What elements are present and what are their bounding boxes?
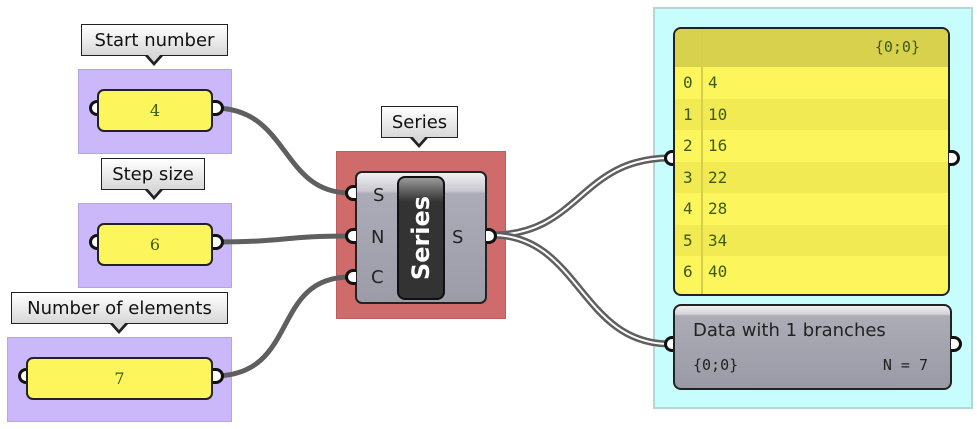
panel-path: {0;0} [874,38,920,56]
viewer-title: Data with 1 branches [693,320,886,341]
panel-row: 1 10 [675,98,948,130]
wire-count-to-c[interactable] [213,274,351,379]
input-port-n-label: N [371,227,385,248]
tag-pointer [145,188,163,200]
number-of-elements-value: 7 [114,369,125,388]
wire-start-to-s[interactable] [213,105,351,196]
step-size-value: 6 [149,235,161,254]
output-grip[interactable] [213,100,224,116]
output-grip[interactable] [213,234,224,250]
input-port-s-label: S [373,185,385,206]
input-port-c-label: C [371,267,384,288]
row-value: 4 [708,73,718,92]
param-viewer[interactable]: Data with 1 branches {0;0} N = 7 [673,304,952,390]
row-value: 22 [708,167,728,187]
series-name-badge: Series [397,176,445,300]
input-port-n[interactable] [345,228,356,244]
step-size-label: Step size [112,163,194,185]
number-of-elements-tag: Number of elements [11,292,228,324]
input-port-c[interactable] [345,269,356,285]
viewer-input-grip[interactable] [664,336,675,352]
row-value: 10 [708,104,728,124]
panel-row: 3 22 [675,161,948,193]
row-value: 16 [708,136,728,155]
start-number-slider[interactable]: 4 [97,89,213,132]
row-index: 5 [683,230,693,250]
row-index: 1 [683,104,693,124]
input-grip[interactable] [89,234,100,250]
series-name: Series [407,195,435,281]
panel-row: 6 40 [675,256,948,288]
panel-output-grip[interactable] [949,150,960,166]
output-grip[interactable] [213,368,224,384]
panel-input-grip[interactable] [664,150,675,166]
wire-series-to-viewer[interactable] [491,231,671,348]
panel-header: {0;0} [675,29,948,67]
series-tag-label: Series [391,111,448,133]
wire-step-to-n[interactable] [213,233,351,245]
series-tag: Series [381,106,458,138]
input-grip[interactable] [18,368,29,384]
step-size-tag: Step size [101,158,205,190]
panel-row: 2 16 [675,130,948,162]
row-value: 40 [708,262,728,281]
step-size-slider[interactable]: 6 [97,223,213,266]
output-port-s-label: S [452,227,464,248]
row-index: 2 [683,136,693,155]
row-index: 6 [683,262,693,281]
number-of-elements-label: Number of elements [27,297,212,319]
start-number-tag: Start number [81,24,228,56]
number-of-elements-slider[interactable]: 7 [26,357,213,400]
panel-row: 4 28 [675,193,948,225]
row-index: 4 [683,199,693,218]
input-grip[interactable] [89,100,100,116]
row-index: 0 [683,73,693,92]
series-component[interactable]: S N C S Series [355,171,487,304]
row-value: 28 [708,199,728,218]
wire-series-to-panel[interactable] [491,154,671,239]
start-number-label: Start number [94,29,215,51]
viewer-count: N = 7 [882,356,928,374]
viewer-path: {0;0} [693,356,739,374]
tag-pointer [110,322,128,334]
tag-pointer [410,136,428,148]
input-port-s[interactable] [345,185,356,201]
row-index: 3 [683,167,693,187]
panel-index-divider [701,29,703,294]
row-value: 34 [708,230,728,250]
panel-row: 5 34 [675,224,948,256]
start-number-value: 4 [149,101,161,120]
output-port-s[interactable] [486,228,497,244]
viewer-output-grip[interactable] [951,336,962,352]
tag-pointer [145,54,163,66]
